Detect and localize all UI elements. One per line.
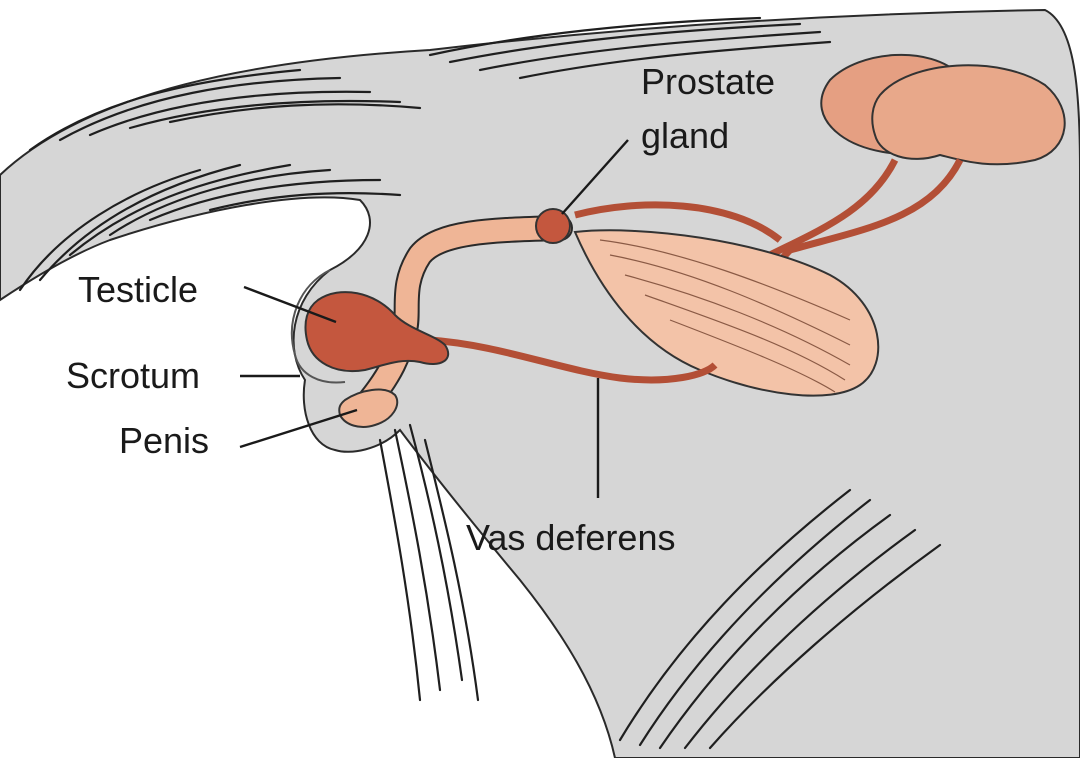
scrotum-label: Scrotum [66, 355, 201, 396]
vas-deferens-upper [574, 201, 783, 243]
penis-leader [239, 408, 358, 449]
kidney-front [871, 64, 1066, 166]
prostate-gland-label-line1: Prostate [641, 61, 776, 102]
testicle-leader [243, 285, 337, 324]
penis-shape [338, 388, 399, 428]
bladder-striations [599, 239, 851, 393]
leader-lines [239, 139, 629, 498]
prostate-leader [561, 139, 629, 215]
scrotum-outline [290, 269, 346, 384]
penis-label: Penis [119, 420, 210, 461]
body-silhouette [0, 8, 1080, 759]
ureter-1 [768, 158, 899, 259]
vas-deferens-label: Vas deferens [466, 517, 676, 558]
vas-deferens [429, 336, 718, 384]
prostate-shape [535, 208, 571, 244]
testicle-shape [304, 291, 450, 373]
prostate-gland-label-line2: gland [641, 115, 730, 156]
fur-hatching [18, 16, 942, 750]
bladder [573, 229, 880, 397]
testicle-label: Testicle [78, 269, 199, 310]
